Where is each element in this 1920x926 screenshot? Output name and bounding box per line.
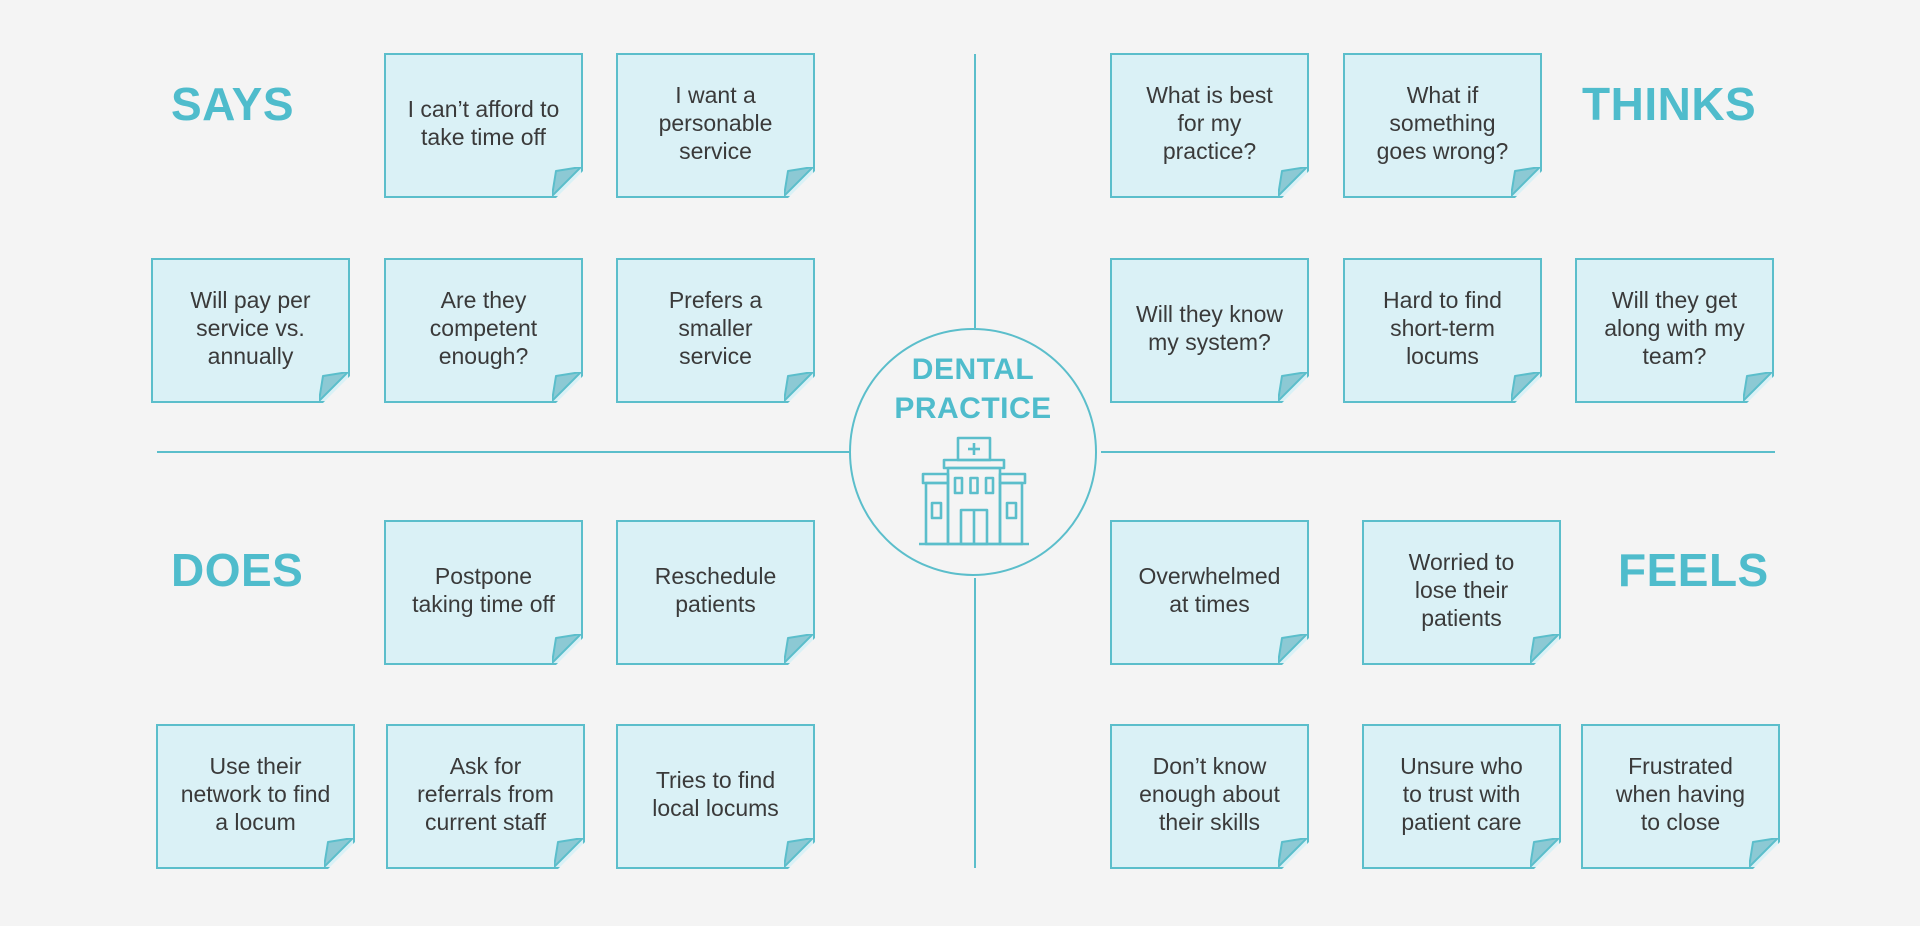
vertical-axis-bottom — [974, 578, 976, 868]
hospital-building-icon — [919, 436, 1029, 546]
note-text: Overwhelmed at times — [1138, 562, 1281, 617]
sticky-note-does-5: Tries to find local locums — [616, 724, 815, 869]
horizontal-axis-left — [157, 451, 849, 453]
note-text: Will they get along with my team? — [1604, 286, 1745, 369]
note-text: Don’t know enough about their skills — [1139, 752, 1280, 835]
note-text: Will they know my system? — [1136, 300, 1283, 355]
note-fold — [1278, 372, 1307, 401]
sticky-note-feels-1: Overwhelmed at times — [1110, 520, 1309, 665]
note-text: Use their network to find a locum — [180, 752, 331, 835]
note-text: Unsure who to trust with patient care — [1400, 752, 1523, 835]
sticky-note-feels-5: Frustrated when having to close — [1581, 724, 1780, 869]
vertical-axis-top — [974, 54, 976, 328]
sticky-note-says-1: I can’t afford to take time off — [384, 53, 583, 198]
quadrant-label-feels: FEELS — [1618, 544, 1769, 596]
horizontal-axis-right — [1101, 451, 1775, 453]
sticky-note-thinks-3: Will they know my system? — [1110, 258, 1309, 403]
note-fold — [1511, 372, 1540, 401]
note-text: Ask for referrals from current staff — [417, 752, 554, 835]
note-text: I want a personable service — [658, 81, 773, 164]
note-text: Postpone taking time off — [412, 562, 555, 617]
sticky-note-does-2: Reschedule patients — [616, 520, 815, 665]
sticky-note-says-5: Prefers a smaller service — [616, 258, 815, 403]
note-fold — [1278, 167, 1307, 196]
center-title: DENTAL PRACTICE — [894, 353, 1052, 425]
note-fold — [552, 167, 581, 196]
sticky-note-feels-3: Don’t know enough about their skills — [1110, 724, 1309, 869]
quadrant-label-thinks: THINKS — [1582, 78, 1757, 130]
note-fold — [1511, 167, 1540, 196]
sticky-note-says-2: I want a personable service — [616, 53, 815, 198]
note-text: Will pay per service vs. annually — [190, 286, 311, 369]
note-text: Frustrated when having to close — [1615, 752, 1746, 835]
sticky-note-does-4: Ask for referrals from current staff — [386, 724, 585, 869]
note-fold — [1278, 838, 1307, 867]
note-fold — [784, 838, 813, 867]
note-text: I can’t afford to take time off — [407, 95, 560, 150]
note-fold — [552, 634, 581, 663]
sticky-note-feels-2: Worried to lose their patients — [1362, 520, 1561, 665]
note-fold — [784, 167, 813, 196]
sticky-note-thinks-5: Will they get along with my team? — [1575, 258, 1774, 403]
sticky-note-thinks-1: What is best for my practice? — [1110, 53, 1309, 198]
note-fold — [784, 372, 813, 401]
note-fold — [554, 838, 583, 867]
note-fold — [1530, 838, 1559, 867]
note-text: Are they competent enough? — [429, 286, 538, 369]
note-text: Prefers a smaller service — [668, 286, 763, 369]
note-text: What if something goes wrong? — [1376, 81, 1509, 164]
note-text: Hard to find short-term locums — [1383, 286, 1502, 369]
note-fold — [324, 838, 353, 867]
sticky-note-says-4: Are they competent enough? — [384, 258, 583, 403]
sticky-note-thinks-4: Hard to find short-term locums — [1343, 258, 1542, 403]
note-fold — [1749, 838, 1778, 867]
note-fold — [552, 372, 581, 401]
quadrant-label-says: SAYS — [171, 78, 295, 130]
sticky-note-says-3: Will pay per service vs. annually — [151, 258, 350, 403]
note-text: Worried to lose their patients — [1408, 548, 1515, 631]
sticky-note-does-1: Postpone taking time off — [384, 520, 583, 665]
sticky-note-thinks-2: What if something goes wrong? — [1343, 53, 1542, 198]
note-text: What is best for my practice? — [1146, 81, 1273, 164]
note-text: Tries to find local locums — [652, 766, 779, 821]
note-fold — [1743, 372, 1772, 401]
quadrant-label-does: DOES — [171, 544, 304, 596]
note-fold — [319, 372, 348, 401]
note-fold — [1530, 634, 1559, 663]
note-text: Reschedule patients — [654, 562, 777, 617]
sticky-note-does-3: Use their network to find a locum — [156, 724, 355, 869]
note-fold — [784, 634, 813, 663]
center-circle: DENTAL PRACTICE — [849, 328, 1097, 576]
note-fold — [1278, 634, 1307, 663]
sticky-note-feels-4: Unsure who to trust with patient care — [1362, 724, 1561, 869]
